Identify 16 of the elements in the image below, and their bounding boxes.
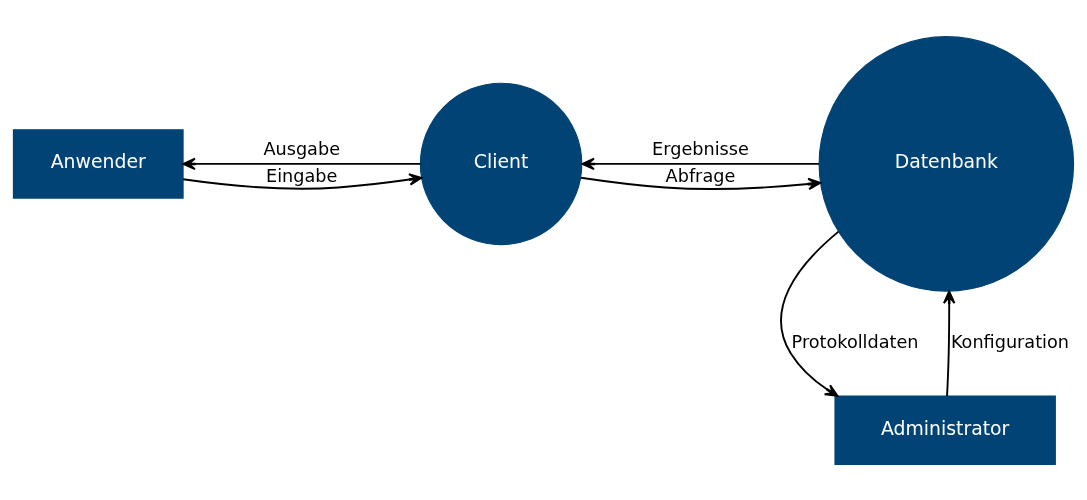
- edge-label: Protokolldaten: [791, 331, 919, 352]
- arrow: [942, 289, 956, 397]
- node-box: Anwender: [12, 128, 184, 199]
- arrow: [182, 172, 423, 190]
- arrow: [580, 176, 822, 190]
- arrow: [581, 157, 820, 170]
- edge-label: Ergebnisse: [652, 138, 749, 158]
- arrow: [780, 230, 840, 397]
- edge-label: Ausgabe: [263, 138, 341, 158]
- arrow: [182, 157, 422, 170]
- node-circle: Client: [419, 82, 583, 245]
- node-box: Administrator: [834, 394, 1056, 465]
- node-circle: Datenbank: [818, 35, 1075, 292]
- edge-label: Eingabe: [266, 165, 338, 186]
- edge-label: Konfiguration: [950, 331, 1070, 352]
- edge-label: Abfrage: [665, 165, 736, 186]
